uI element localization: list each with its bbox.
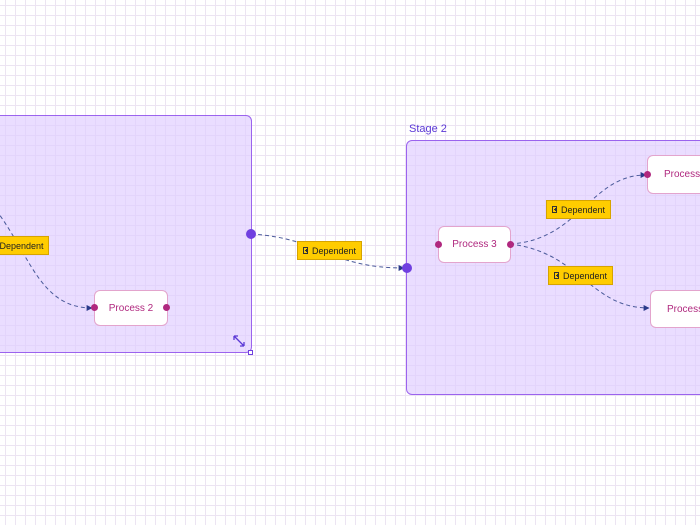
edge-label-lower-right[interactable]: Dependent — [548, 266, 613, 285]
edge-process-3-to-process-6 — [509, 172, 647, 245]
process-2-input-port[interactable] — [91, 304, 98, 311]
expand-icon — [303, 247, 308, 254]
resize-arrows-icon[interactable] — [231, 333, 247, 349]
edge-label-between-stages[interactable]: Dependent — [297, 241, 362, 260]
dependent-label: Dependent — [311, 245, 356, 256]
stage-2-title: Stage 2 — [409, 123, 447, 135]
node-process-2-label: Process 2 — [108, 302, 154, 314]
node-process-lower-right[interactable]: Process — [650, 290, 700, 328]
node-process-6[interactable]: Process 6 — [647, 155, 700, 194]
node-process-6-label: Process 6 — [664, 169, 700, 180]
edge-label-left-dependent[interactable]: Dependent — [0, 236, 49, 255]
edge-left-to-process-2 — [0, 214, 93, 311]
process-6-input-port[interactable] — [644, 171, 651, 178]
dependent-label: Dependent — [562, 270, 607, 281]
dependent-label: Dependent — [560, 204, 605, 215]
stage-2-input-port[interactable] — [402, 263, 412, 273]
stage-1-output-port[interactable] — [246, 229, 256, 239]
expand-icon — [552, 206, 557, 213]
node-process-3[interactable]: Process 3 — [438, 226, 511, 263]
process-2-output-port[interactable] — [163, 304, 170, 311]
edge-label-upper-right[interactable]: Dependent — [546, 200, 611, 219]
node-process-lower-right-label: Process — [667, 303, 700, 315]
process-3-input-port[interactable] — [435, 241, 442, 248]
process-3-output-port[interactable] — [507, 241, 514, 248]
node-process-2[interactable]: Process 2 — [94, 290, 168, 326]
edge-process-3-to-lower-process — [509, 243, 650, 311]
dependent-label: Dependent — [0, 240, 44, 251]
expand-icon — [554, 272, 559, 279]
node-process-3-label: Process 3 — [452, 239, 497, 250]
resize-handle[interactable] — [248, 350, 253, 355]
